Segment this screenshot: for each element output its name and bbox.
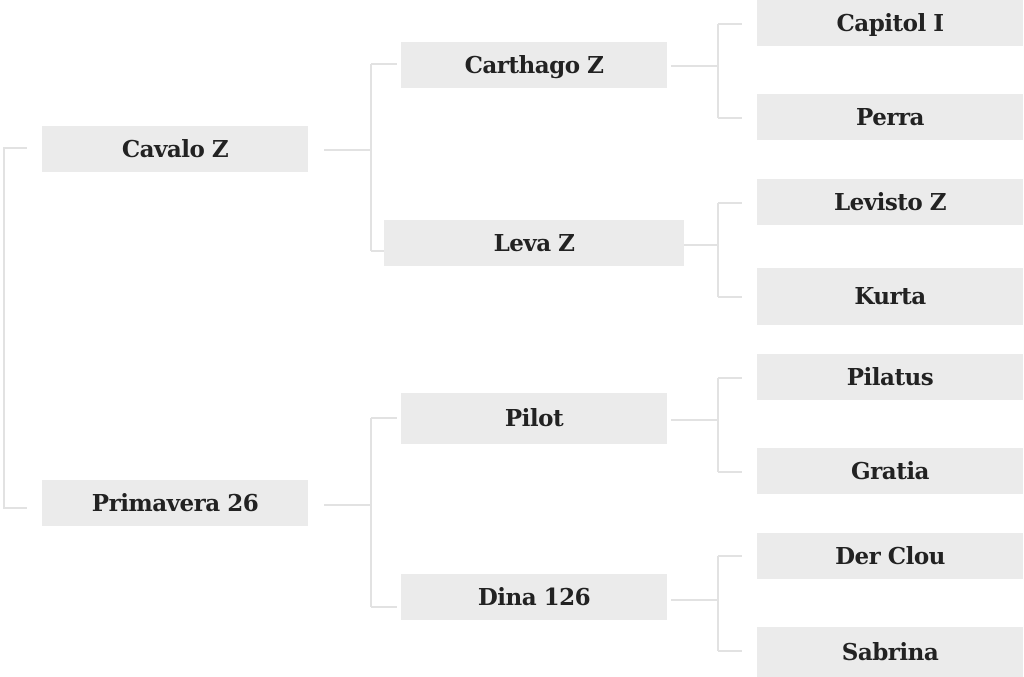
connector-dina xyxy=(671,555,742,652)
great-grandparent-kurta: Kurta xyxy=(757,268,1023,325)
connector-leva xyxy=(684,202,742,298)
parent-sire: Cavalo Z xyxy=(42,126,308,172)
grandparent-carthago: Carthago Z xyxy=(401,42,667,88)
great-grandparent-levisto: Levisto Z xyxy=(757,179,1023,225)
great-grandparent-perra: Perra xyxy=(757,94,1023,140)
great-grandparent-gratia: Gratia xyxy=(757,448,1023,494)
great-grandparent-sabrina: Sabrina xyxy=(757,627,1023,677)
connector-pilot xyxy=(671,377,742,473)
grandparent-pilot: Pilot xyxy=(401,393,667,444)
great-grandparent-der-clou: Der Clou xyxy=(757,533,1023,579)
connector-primavera xyxy=(324,417,397,608)
great-grandparent-pilatus: Pilatus xyxy=(757,354,1023,400)
grandparent-leva: Leva Z xyxy=(384,220,684,266)
connector-root xyxy=(3,147,27,509)
connector-cavalo xyxy=(324,63,397,252)
great-grandparent-capitol: Capitol I xyxy=(757,0,1023,46)
parent-dam: Primavera 26 xyxy=(42,480,308,526)
connector-carthago xyxy=(671,23,742,119)
grandparent-dina: Dina 126 xyxy=(401,574,667,620)
